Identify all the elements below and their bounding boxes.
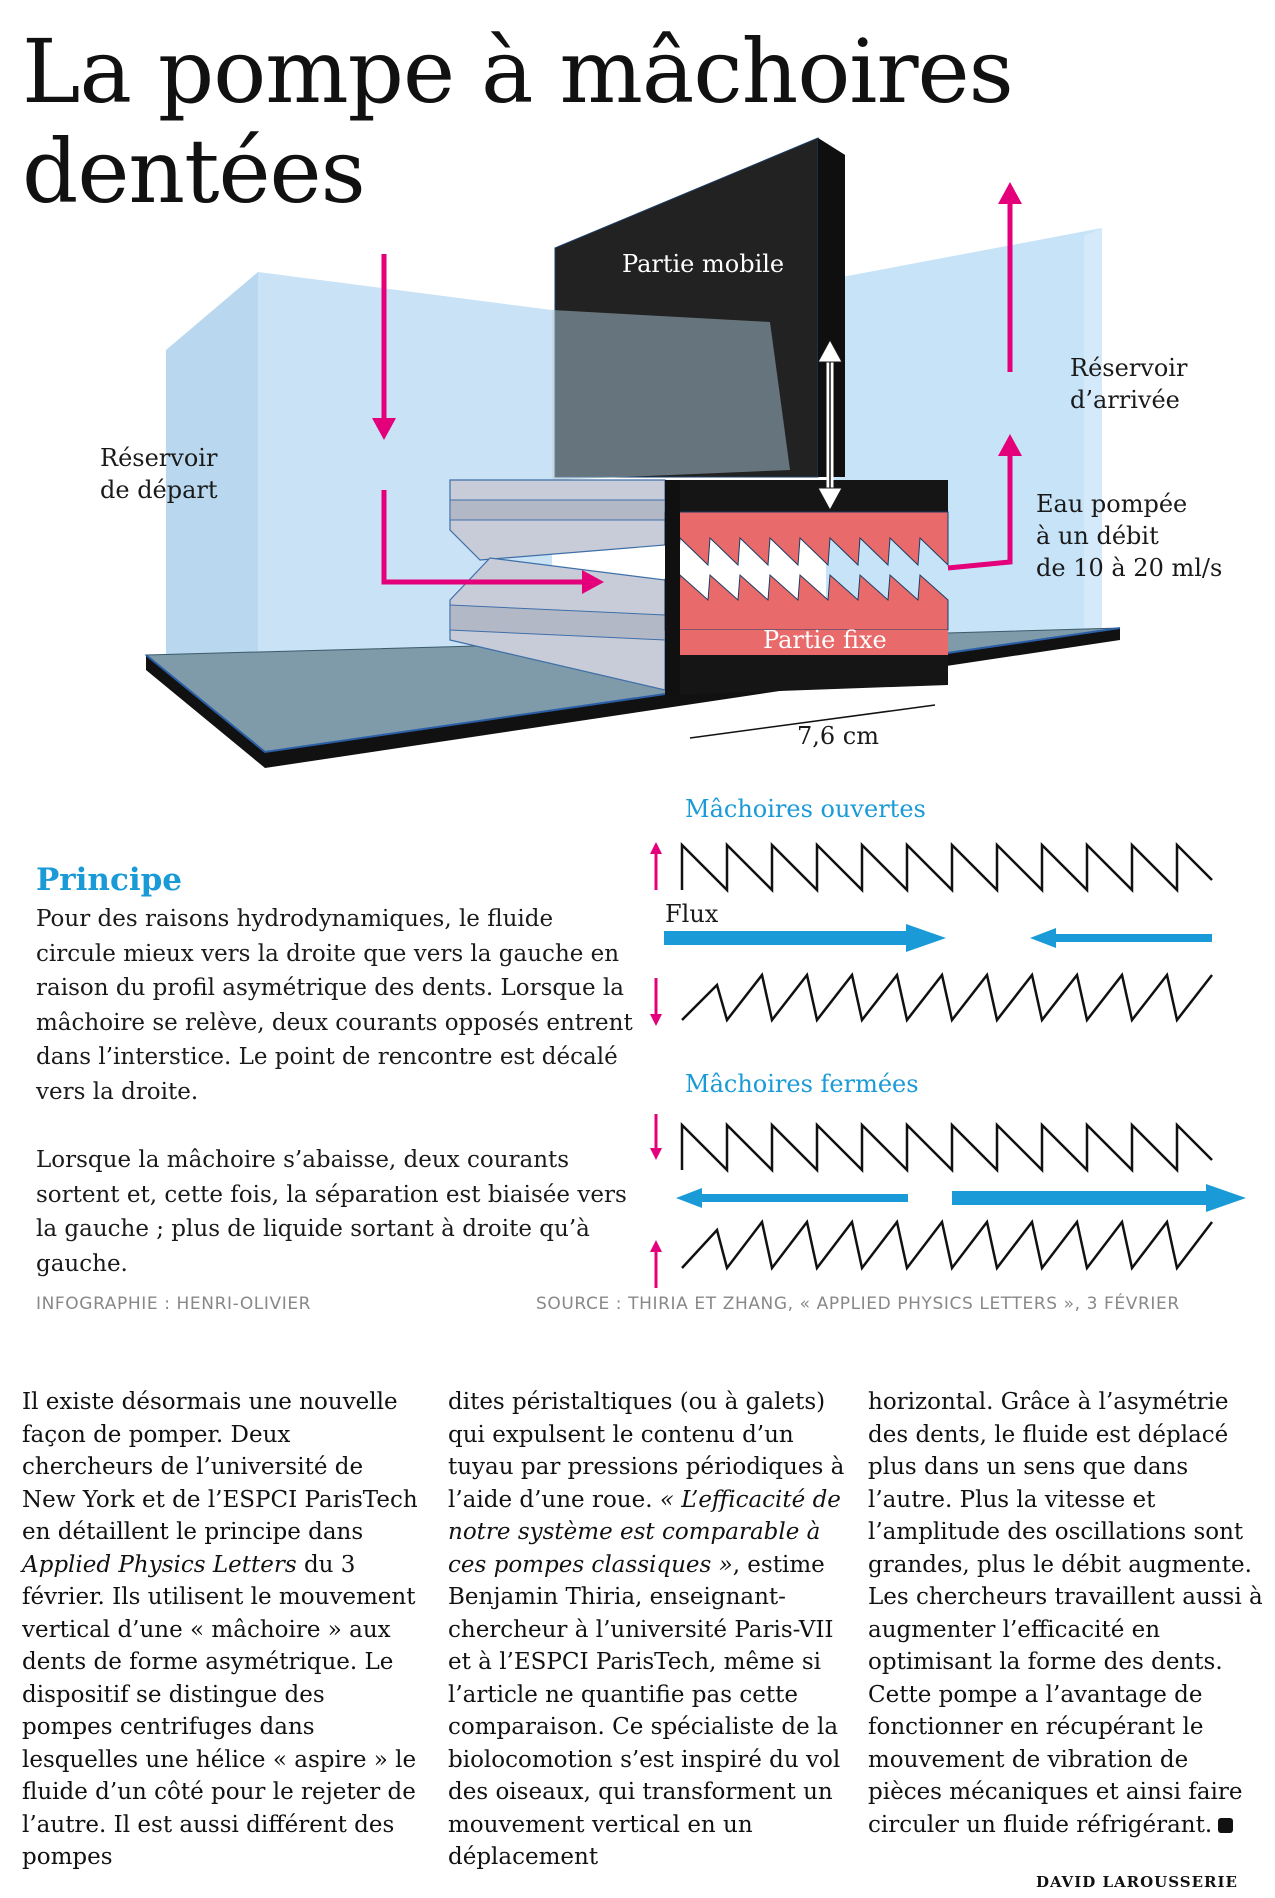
jaws-schematic: Mâchoires ouvertes Flux Mâchoires fermée…: [650, 795, 1246, 1288]
reservoir-depart-side: [166, 272, 258, 745]
reservoir-arrivee-back: [826, 228, 1102, 662]
arrow-head-right: [582, 570, 604, 594]
article-column-2: dites péristaltiques (ou à galets) qui e…: [448, 1386, 848, 1874]
quote: « L’efficacité de notre système est comp…: [448, 1486, 841, 1578]
label-reservoir-depart-1: Réservoir: [100, 444, 218, 472]
label-dimension: 7,6 cm: [797, 722, 879, 750]
dimension-line: [689, 704, 936, 739]
label-eau-2: à un débit: [1036, 522, 1159, 550]
end-mark-icon: [1218, 1817, 1234, 1833]
open-arrow-up: [650, 842, 662, 854]
arrow-head-up-lower: [998, 434, 1022, 456]
open-upper-teeth: [680, 841, 1213, 894]
label-eau-3: de 10 à 20 ml/s: [1036, 554, 1222, 582]
closed-arrow-up: [650, 1240, 662, 1252]
label-reservoir-arrivee-2: d’arrivée: [1070, 386, 1180, 414]
arrow-head-down: [372, 418, 396, 440]
principe-text: Pour des raisons hydrodynamiques, le flu…: [36, 902, 636, 1315]
upper-jaw-red: [664, 511, 949, 567]
article-column-1: Il existe désormais une nouvelle façon d…: [22, 1386, 422, 1874]
reservoir-arrivee-front: [1084, 228, 1102, 628]
mobile-part-side: [818, 138, 845, 477]
label-reservoir-depart-2: de départ: [100, 476, 218, 504]
arrow-head-up-upper: [998, 182, 1022, 204]
label-eau-1: Eau pompée: [1036, 490, 1187, 518]
credit-source: SOURCE : THIRIA ET ZHANG, « APPLIED PHYS…: [536, 1294, 1180, 1314]
label-flux: Flux: [665, 900, 719, 928]
closed-arrow-down: [650, 1148, 662, 1160]
closed-upper-teeth: [680, 1121, 1213, 1174]
byline: DAVID LAROUSSERIE: [1036, 1873, 1238, 1891]
closed-lower-teeth: [681, 1219, 1213, 1271]
journal-name: Applied Physics Letters: [22, 1551, 297, 1578]
principe-paragraph-1: Pour des raisons hydrodynamiques, le flu…: [36, 906, 633, 1105]
label-reservoir-arrivee-1: Réservoir: [1070, 354, 1188, 382]
credit-infographie: INFOGRAPHIE : HENRI-OLIVIER: [36, 1294, 312, 1314]
lower-jaw-rim: [665, 655, 948, 695]
upper-jaw-rim: [665, 480, 948, 512]
col2-text-b: , estime Benjamin Thiria, enseignant-che…: [448, 1551, 841, 1871]
article-column-3: horizontal. Grâce à l’asymétrie des dent…: [868, 1386, 1268, 1841]
pump-diagram: Partie mobile Partie fixe Réservoir de d…: [100, 137, 1222, 768]
page-title: La pompe à mâchoires dentées: [22, 20, 1014, 223]
col2-text-a: dites péristaltiques (ou à galets) qui e…: [448, 1389, 845, 1513]
principe-heading: Principe: [36, 862, 183, 898]
open-lower-teeth: [681, 972, 1213, 1023]
motion-arrow: [817, 338, 843, 512]
col1-text-b: du 3 février. Ils utilisent le mouvement…: [22, 1551, 417, 1871]
flow-arrows: [381, 200, 1013, 585]
label-partie-mobile: Partie mobile: [622, 250, 784, 278]
col1-text-a: Il existe désormais une nouvelle façon d…: [22, 1389, 418, 1545]
label-jaws-open: Mâchoires ouvertes: [685, 795, 926, 823]
label-jaws-closed: Mâchoires fermées: [685, 1070, 919, 1098]
label-partie-fixe: Partie fixe: [763, 626, 887, 654]
lower-jaw-red: [664, 573, 949, 631]
open-arrow-down: [650, 1014, 662, 1026]
col3-text: horizontal. Grâce à l’asymétrie des dent…: [868, 1389, 1263, 1838]
principe-paragraph-2: Lorsque la mâchoire s’abaisse, deux cour…: [36, 1147, 627, 1277]
